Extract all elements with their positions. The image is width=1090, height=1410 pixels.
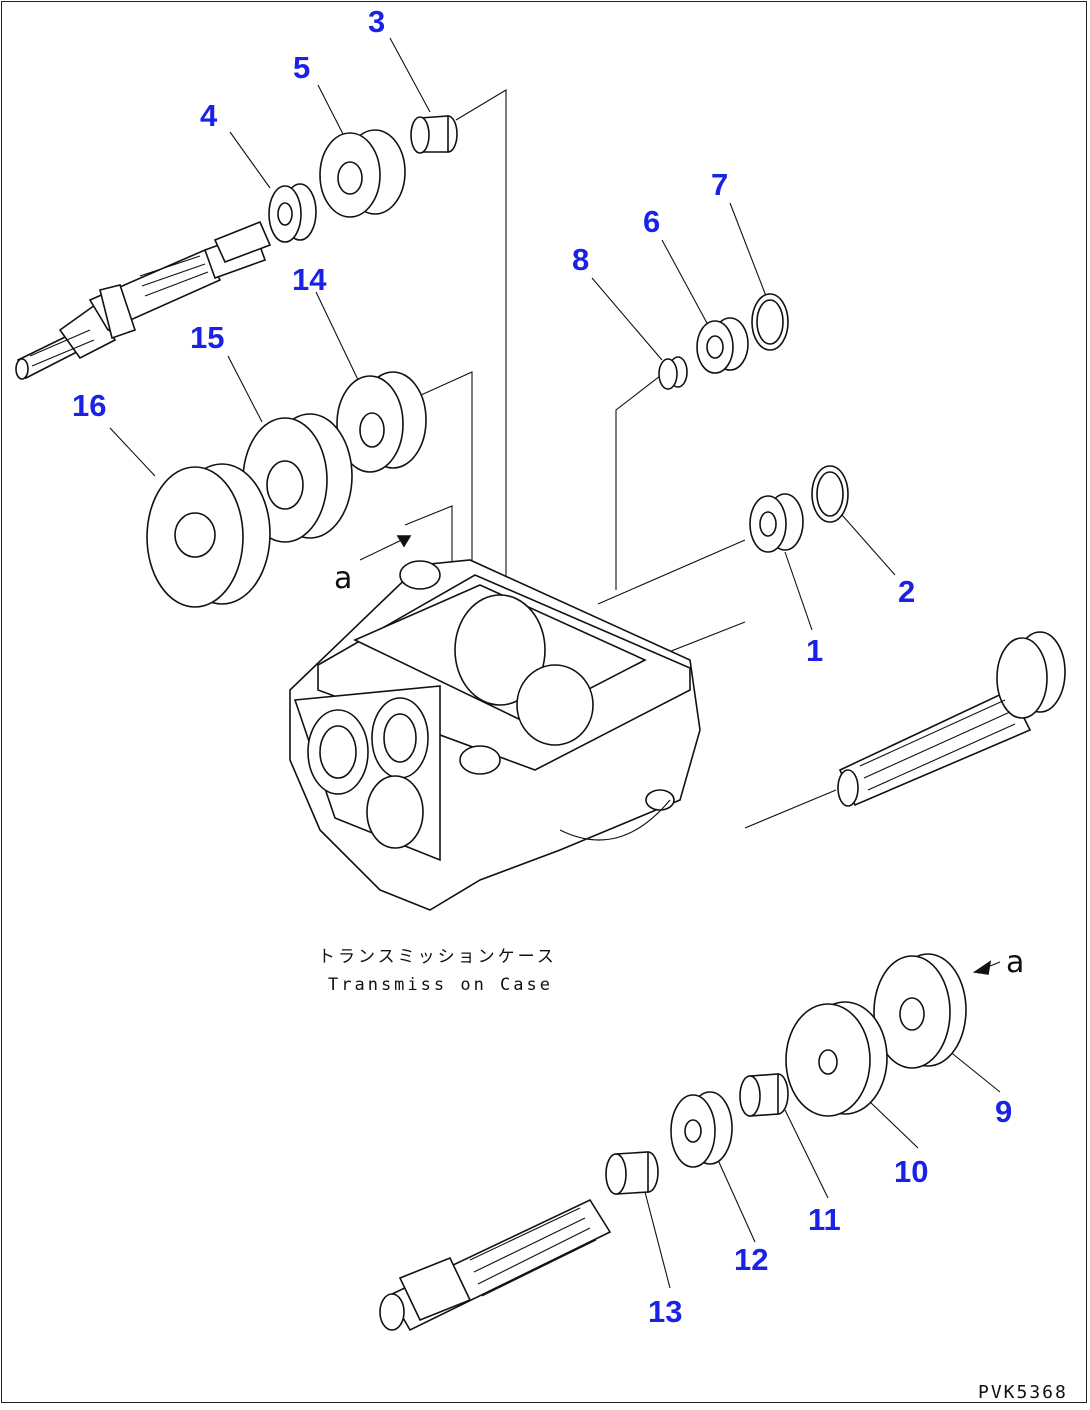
- callout-6: 6: [643, 204, 660, 239]
- input-shaft: [15, 220, 272, 380]
- callout-4: 4: [200, 98, 218, 133]
- callout-8: 8: [572, 242, 589, 277]
- gear-12: [670, 1091, 733, 1168]
- callout-15: 15: [190, 320, 224, 355]
- gear-10: [785, 1001, 888, 1117]
- case-label-japanese: トランスミッションケース: [318, 947, 557, 967]
- output-shaft: [837, 631, 1066, 807]
- gear-16: [146, 463, 271, 608]
- collar-8: [658, 356, 688, 390]
- gear-14: [336, 371, 427, 473]
- bushing-3: [410, 115, 458, 154]
- callout-14: 14: [292, 262, 327, 297]
- callout-1: 1: [806, 633, 823, 668]
- callout-10: 10: [894, 1154, 928, 1189]
- case-label-english: Transmiss on Case: [328, 975, 553, 995]
- snap-ring-7: [751, 293, 789, 351]
- callout-12: 12: [734, 1242, 768, 1277]
- snap-ring-2: [811, 465, 849, 523]
- view-marker-gear: a: [1006, 945, 1024, 980]
- callout-7: 7: [711, 167, 728, 202]
- callout-16: 16: [72, 388, 106, 423]
- callout-11: 11: [808, 1202, 841, 1237]
- view-marker-case: a: [334, 561, 352, 596]
- callout-3: 3: [368, 4, 385, 39]
- gear-5: [319, 129, 406, 218]
- callout-5: 5: [293, 50, 310, 85]
- countershaft: [379, 1198, 612, 1332]
- drawing-code: PVK5368: [978, 1382, 1068, 1403]
- bearing-1: [749, 493, 804, 553]
- transmission-case: [289, 559, 701, 911]
- callout-2: 2: [898, 574, 915, 609]
- callout-13: 13: [648, 1294, 682, 1329]
- callout-9: 9: [995, 1094, 1012, 1129]
- gear-9: [873, 953, 967, 1069]
- bushing-11: [739, 1073, 789, 1117]
- gear-15: [242, 413, 353, 543]
- bushing-13: [605, 1151, 659, 1195]
- bearing-6: [696, 317, 749, 374]
- bearing-4: [268, 183, 317, 243]
